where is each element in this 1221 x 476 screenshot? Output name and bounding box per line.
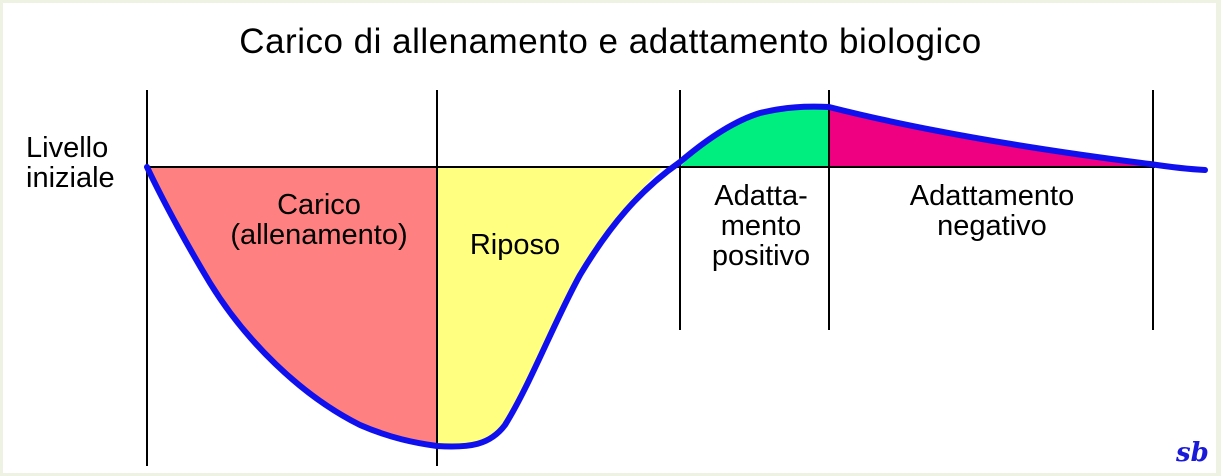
positive-adaptation-area: [680, 106, 829, 167]
initial-level-label: Livello iniziale: [26, 133, 115, 193]
phase-label-rest: Riposo: [455, 230, 575, 260]
phase-label-rest-line1: Riposo: [469, 229, 561, 261]
initial-level-label-line1: Livello: [26, 132, 109, 164]
negative-adaptation-area: [829, 107, 1150, 167]
phase-label-load-line1: Carico: [277, 189, 361, 221]
initial-level-label-line2: iniziale: [26, 162, 115, 194]
phase-label-load: Carico (allenamento): [216, 190, 422, 250]
load-area: [147, 167, 437, 446]
phase-label-positive-line3: positivo: [711, 240, 811, 272]
phase-label-negative-line1: Adattamento: [909, 180, 1075, 212]
diagram-title: Carico di allenamento e adattamento biol…: [239, 22, 982, 61]
phase-label-negative-adaptation: Adattamento negativo: [872, 181, 1112, 241]
phase-label-negative-line2: negativo: [937, 210, 1047, 242]
phase-label-positive-adaptation: Adatta- mento positivo: [690, 181, 832, 271]
rest-area: [437, 167, 663, 447]
phase-label-positive-line2: mento: [720, 210, 802, 242]
adaptation-curve: [144, 103, 1208, 450]
author-signature: sb: [1176, 438, 1209, 468]
phase-label-positive-line1: Adatta-: [714, 180, 808, 212]
phase-label-load-line2: (allenamento): [230, 219, 408, 251]
